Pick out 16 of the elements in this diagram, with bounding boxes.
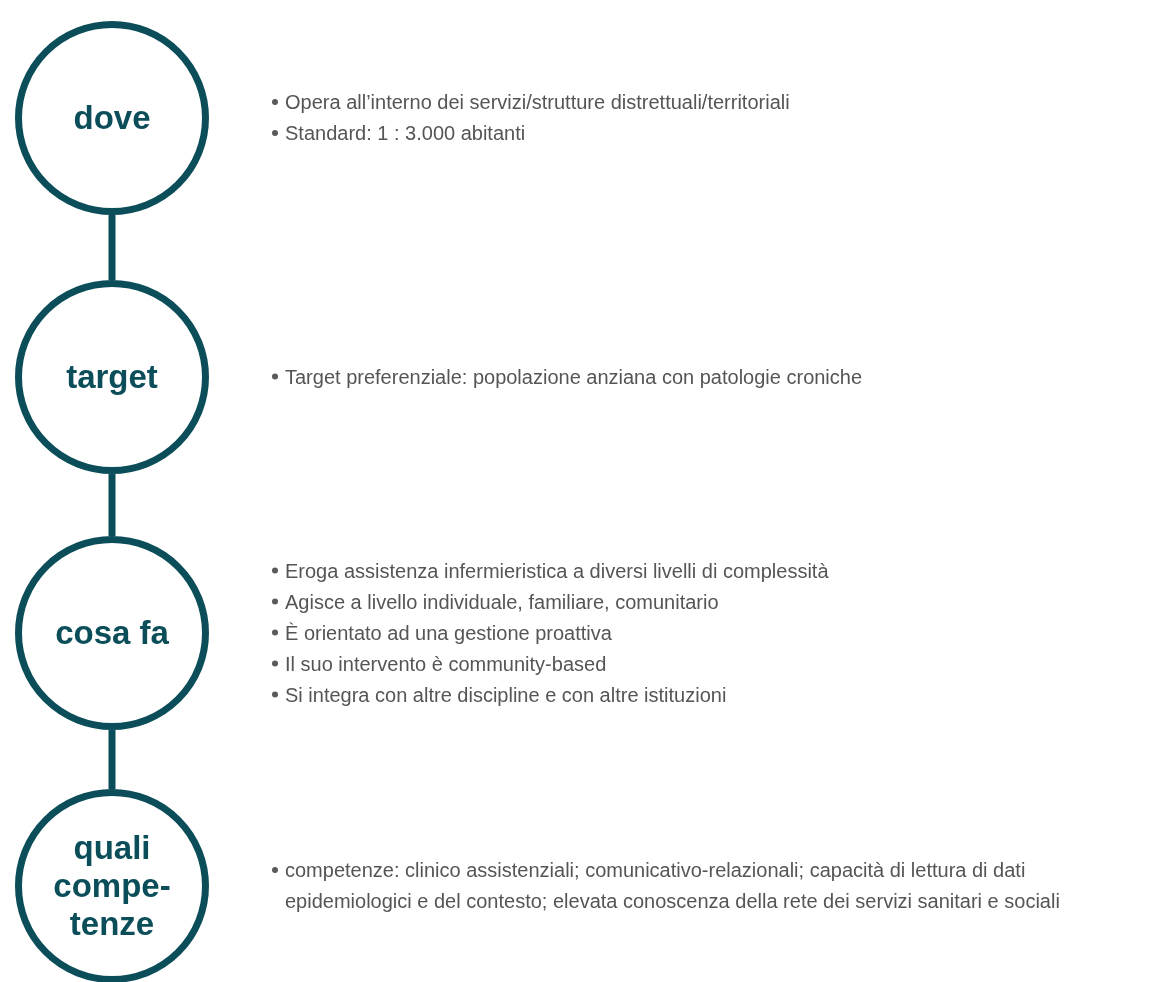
connector-line [108, 474, 116, 536]
bullet-text: competenze: clinico assistenziali; comunicativo-relazionali; capacità di lettura di dati epidemiologici e del contesto; elevata conoscenza della rete dei servizi sanitari e sociali [285, 858, 1061, 914]
bullet-text: Agisce a livello individuale, familiare, comunitario [285, 589, 719, 615]
node-title: dove [72, 99, 152, 137]
node-title: cosa fa [54, 614, 170, 652]
node-title: quali compe- tenze [52, 829, 172, 943]
bullet-text: È orientato ad una gestione proattiva [285, 620, 612, 646]
bullet-text: Opera all’interno dei servizi/strutture distrettuali/territoriali [285, 90, 790, 115]
bullet-text: Target preferenziale: popolazione anziana con patologie croniche [285, 364, 863, 390]
bullet-text: Standard: 1 : 3.000 abitanti [285, 121, 526, 146]
node-title: target [65, 358, 159, 396]
connector-line [108, 215, 116, 280]
bullet-text: Il suo intervento è community-based [285, 651, 607, 677]
bullet-text: Eroga assistenza infermieristica a diversi livelli di complessità [285, 558, 829, 584]
bullet-text: Si integra con altre discipline e con altre istituzioni [285, 682, 727, 708]
connector-line [108, 730, 116, 789]
